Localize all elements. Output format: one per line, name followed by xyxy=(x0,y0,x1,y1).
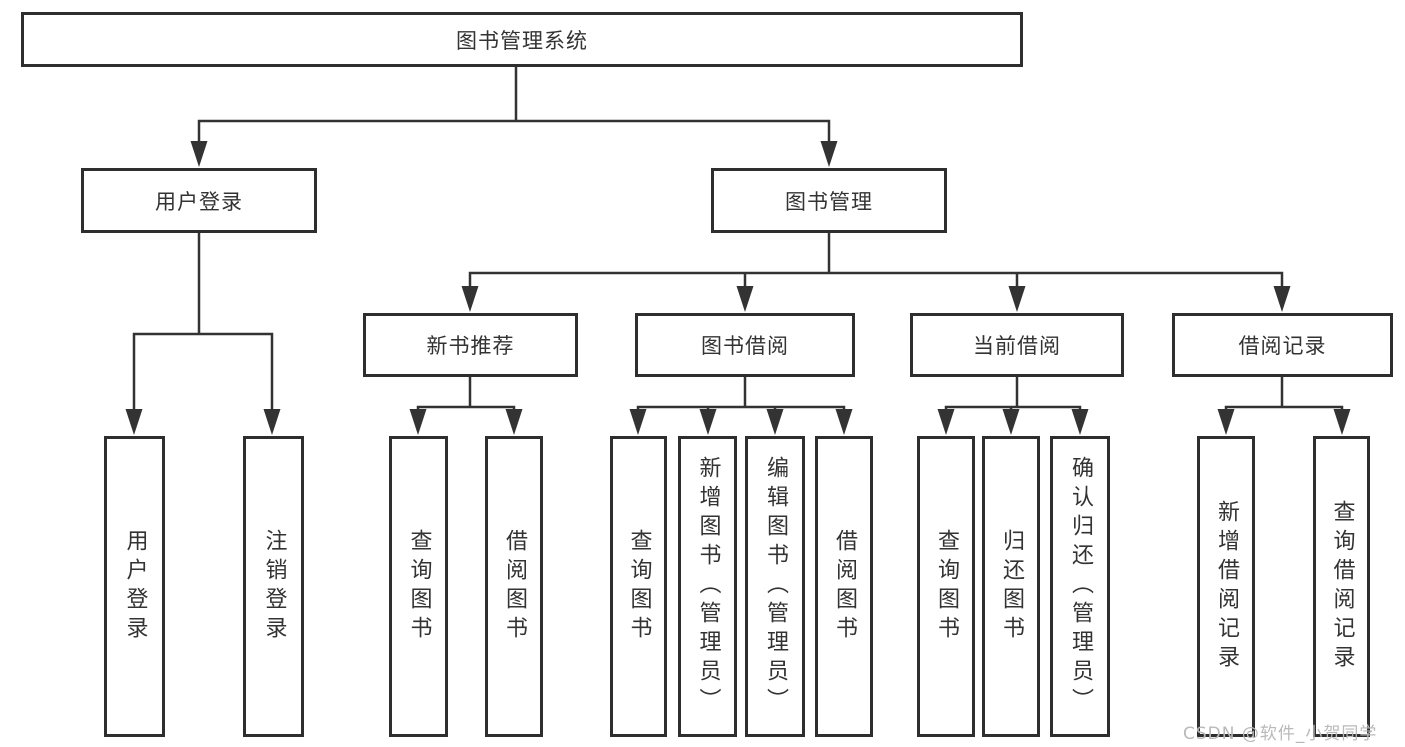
arrowhead-icons xyxy=(125,141,1351,435)
edge-root-to-level2 xyxy=(197,67,831,146)
arrow-down-icon xyxy=(835,409,853,435)
node-borrow-record: 借阅记录 xyxy=(1172,313,1393,377)
node-book-borrow: 图书借阅 xyxy=(635,313,855,377)
leaf-logout: 注销登录 xyxy=(243,436,304,737)
arrow-down-icon xyxy=(1217,409,1235,435)
leaf-return-books: 归还图书 xyxy=(982,436,1040,737)
arrow-down-icon xyxy=(820,141,838,167)
node-new-book-recommend: 新书推荐 xyxy=(363,313,578,377)
arrow-down-icon xyxy=(1333,409,1351,435)
leaf-query-books-borrow: 查询图书 xyxy=(610,436,667,737)
arrow-down-icon xyxy=(1071,409,1089,435)
csdn-watermark: CSDN @软件_小贺同学 xyxy=(1183,724,1378,744)
leaf-add-borrow-record: 新增借阅记录 xyxy=(1197,436,1255,737)
node-book-management: 图书管理 xyxy=(711,168,947,233)
arrow-down-icon xyxy=(766,409,784,435)
edge-borrowrecord-to-leaves xyxy=(1224,377,1344,413)
arrow-down-icon xyxy=(190,141,208,167)
leaf-borrow-books-recommend: 借阅图书 xyxy=(485,436,543,737)
arrow-down-icon xyxy=(461,286,479,312)
arrow-down-icon xyxy=(629,409,647,435)
arrow-down-icon xyxy=(1008,286,1026,312)
arrow-down-icon xyxy=(1273,286,1291,312)
arrow-down-icon xyxy=(1002,409,1020,435)
arrow-down-icon xyxy=(125,409,143,435)
edge-userlogin-to-leaves xyxy=(132,233,274,412)
arrow-down-icon xyxy=(505,409,523,435)
leaf-query-books-current: 查询图书 xyxy=(917,436,975,737)
leaf-confirm-return-admin: 确认归还（管理员） xyxy=(1050,436,1110,737)
leaf-add-books-admin: 新增图书（管理员） xyxy=(678,436,737,737)
node-current-borrow: 当前借阅 xyxy=(910,313,1124,377)
leaf-query-borrow-record: 查询借阅记录 xyxy=(1313,436,1370,737)
leaf-borrow-books: 借阅图书 xyxy=(815,436,873,737)
arrow-down-icon xyxy=(263,409,281,435)
node-library-management-system: 图书管理系统 xyxy=(21,12,1023,67)
arrow-down-icon xyxy=(699,409,717,435)
leaf-user-login: 用户登录 xyxy=(104,436,165,737)
arrow-down-icon xyxy=(937,409,955,435)
edge-currentborrow-to-leaves xyxy=(944,377,1082,413)
arrow-down-icon xyxy=(409,409,427,435)
edge-newbook-to-leaves xyxy=(416,377,516,413)
edge-bookborrow-to-leaves xyxy=(636,377,846,413)
leaf-edit-books-admin: 编辑图书（管理员） xyxy=(745,436,805,737)
arrow-down-icon xyxy=(736,286,754,312)
node-user-login: 用户登录 xyxy=(81,168,317,233)
leaf-query-books-recommend: 查询图书 xyxy=(389,436,448,737)
edge-bookmgmt-to-level3 xyxy=(468,232,1284,289)
